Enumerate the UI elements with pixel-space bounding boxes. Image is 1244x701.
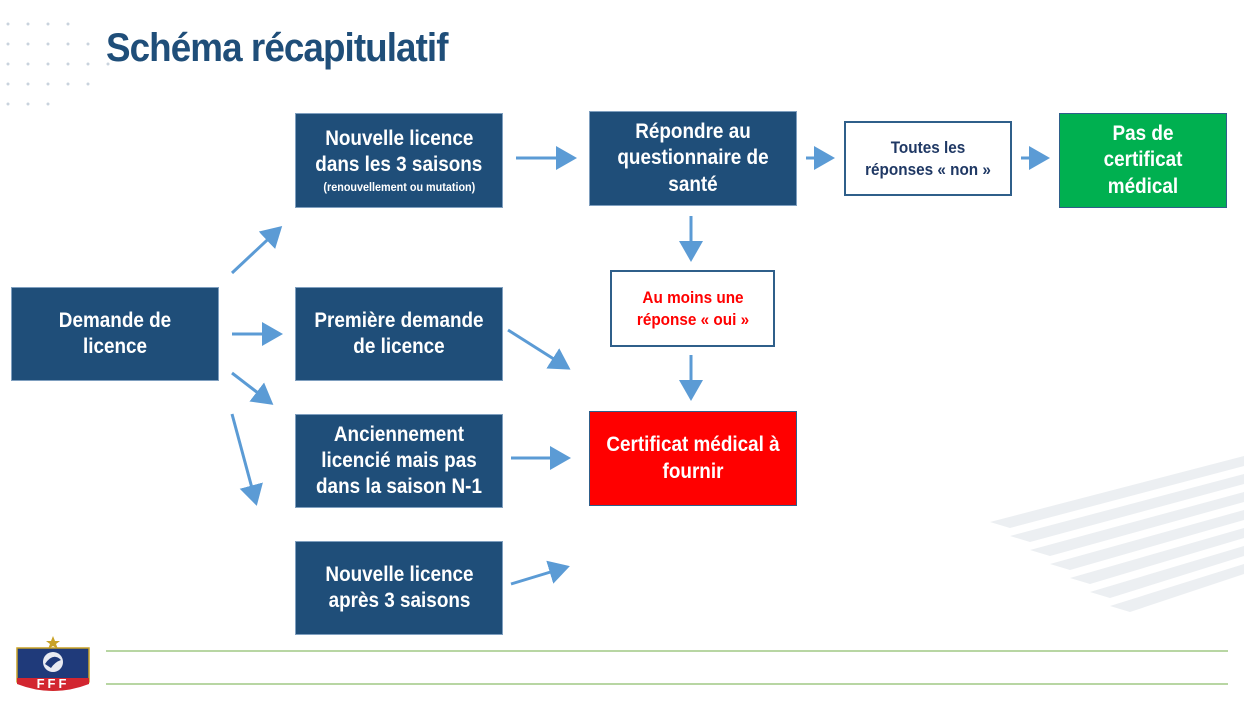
node-questionnaire-sante: Répondre au questionnaire de santé bbox=[589, 111, 797, 206]
node-non-label: Toutes les réponses « non » bbox=[865, 138, 991, 179]
node-nouvelle-licence-3-saisons: Nouvelle licence dans les 3 saisons (ren… bbox=[295, 113, 503, 208]
arrow-apres3-to-certificat bbox=[510, 560, 570, 586]
node-questionnaire-label: Répondre au questionnaire de santé bbox=[617, 120, 769, 196]
logo-text: FFF bbox=[36, 676, 70, 691]
node-nouvelle3-note: (renouvellement ou mutation) bbox=[323, 180, 475, 195]
node-pas-certificat-label: Pas de certificat médical bbox=[1103, 122, 1183, 198]
node-pas-de-certificat: Pas de certificat médical bbox=[1059, 113, 1227, 208]
dot-pattern bbox=[6, 22, 110, 106]
arrow-demande-to-nouvelle3 bbox=[230, 225, 283, 275]
node-nouvelle3-line2: dans les 3 saisons bbox=[315, 153, 483, 176]
node-au-moins-une-oui: Au moins une réponse « oui » bbox=[610, 270, 775, 347]
page-title: Schéma récapitulatif bbox=[106, 26, 448, 70]
node-nouvelle-licence-apres-3: Nouvelle licence après 3 saisons bbox=[295, 541, 503, 635]
node-apres3-label: Nouvelle licence après 3 saisons bbox=[324, 562, 474, 612]
arrow-premiere-to-certificat bbox=[507, 328, 571, 370]
fff-crest-icon bbox=[16, 636, 90, 691]
fff-logo: FFF bbox=[15, 634, 91, 696]
node-demande-label: Demande de licence bbox=[58, 308, 172, 358]
node-nouvelle3-line1: Nouvelle licence bbox=[324, 126, 474, 150]
arrow-demande-to-ancien bbox=[231, 371, 274, 405]
node-certificat-label: Certificat médical à fournir bbox=[606, 433, 780, 483]
node-ancien-label: Anciennement licencié mais pas dans la s… bbox=[316, 422, 482, 499]
node-premiere-demande: Première demande de licence bbox=[295, 287, 503, 381]
node-toutes-reponses-non: Toutes les réponses « non » bbox=[844, 121, 1012, 196]
node-demande: Demande de licence bbox=[11, 287, 219, 381]
stripe-pattern bbox=[990, 456, 1244, 612]
node-oui-label: Au moins une réponse « oui » bbox=[636, 288, 749, 329]
node-premiere-label: Première demande de licence bbox=[314, 308, 484, 358]
node-anciennement-licencie: Anciennement licencié mais pas dans la s… bbox=[295, 414, 503, 508]
arrow-demande-to-apres3 bbox=[230, 413, 263, 506]
node-certificat-a-fournir: Certificat médical à fournir bbox=[589, 411, 797, 506]
